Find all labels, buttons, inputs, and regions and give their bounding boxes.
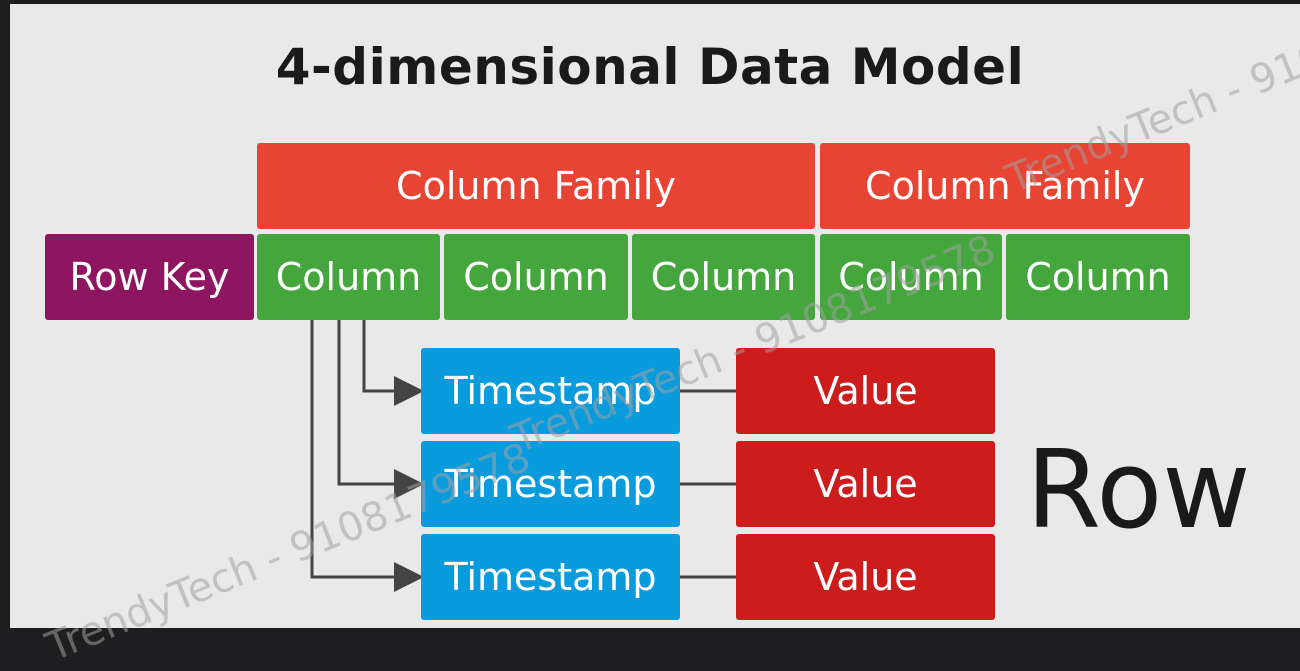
arrow-to-timestamp-2 <box>337 320 424 499</box>
arrow-to-timestamp-1 <box>362 320 424 406</box>
column-4: Column <box>820 234 1002 320</box>
value-3: Value <box>736 534 995 620</box>
column-family-2: Column Family <box>820 143 1190 229</box>
arrow-to-timestamp-3 <box>310 320 424 592</box>
column-family-1: Column Family <box>257 143 815 229</box>
diagram-title: 4-dimensional Data Model <box>275 38 1025 96</box>
value-1: Value <box>736 348 995 434</box>
column-1: Column <box>257 234 440 320</box>
timestamp-3: Timestamp <box>421 534 680 620</box>
connector-arrows <box>310 320 736 592</box>
value-2: Value <box>736 441 995 527</box>
row-label: Row <box>1026 428 1251 553</box>
timestamp-1: Timestamp <box>421 348 680 434</box>
column-3: Column <box>632 234 815 320</box>
column-5: Column <box>1006 234 1190 320</box>
timestamp-2: Timestamp <box>421 441 680 527</box>
row-key: Row Key <box>45 234 254 320</box>
column-2: Column <box>444 234 628 320</box>
